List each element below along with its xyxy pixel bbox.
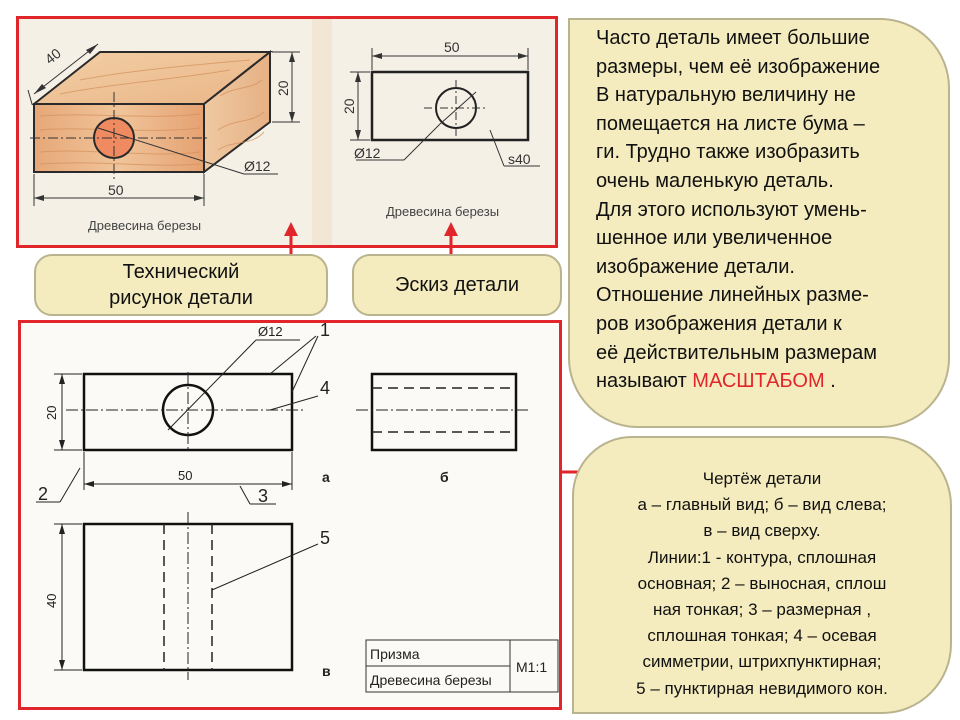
- drawing-dim-width: 50: [178, 468, 192, 483]
- callout-5: 5: [320, 528, 330, 548]
- top-panel-divider: [312, 18, 332, 246]
- scale-term: МАСШТАБОМ: [692, 370, 825, 393]
- title-block-scale: М1:1: [516, 659, 547, 675]
- explanation-line: шенное или увеличенное: [596, 227, 833, 250]
- explanation-last-line: называют МАСШТАБОМ .: [596, 370, 836, 393]
- technical-drawing-label: Технический рисунок детали: [34, 254, 328, 316]
- explanation-line: помещается на листе бума –: [596, 112, 865, 135]
- legend-line: ная тонкая; 3 – размерная ,: [652, 600, 872, 620]
- sketch-dim-width: 50: [444, 39, 460, 55]
- callout-1: 1: [320, 320, 330, 340]
- explanation-line: её действительным размерам: [596, 341, 877, 364]
- explanation-text: Часто деталь имеет большие размеры, чем е…: [596, 24, 880, 396]
- sketch-material: Древесина березы: [386, 204, 499, 219]
- explanation-line: Для этого используют умень-: [596, 198, 867, 221]
- legend-line: сплошная тонкая; 4 – осевая: [647, 626, 877, 646]
- drawing-dim-hole: Ø12: [258, 324, 283, 339]
- legend-bubble: [572, 436, 952, 714]
- legend-line: основная; 2 – выносная, сплош: [637, 573, 887, 593]
- view-label-front: а: [322, 469, 330, 485]
- pictorial-dim-hole: Ø12: [244, 158, 271, 174]
- sketch-label: Эскиз детали: [352, 254, 562, 316]
- explanation-line: Отношение линейных разме-: [596, 284, 869, 307]
- left-view-outline: [370, 372, 518, 452]
- explanation-bubble: [568, 18, 950, 428]
- legend-line: а – главный вид; б – вид слева;: [637, 495, 887, 515]
- top-frame: [16, 16, 558, 248]
- sketch-dim-thickness: s40: [508, 151, 531, 167]
- legend-line: Линии:1 - контура, сплошная: [647, 547, 877, 567]
- technical-drawing-label-line-2: рисунок детали: [109, 287, 253, 309]
- sketch-dim-hole: Ø12: [354, 145, 381, 161]
- explanation-line: Часто деталь имеет большие: [596, 27, 870, 49]
- legend-line: 5 – пунктирная невидимого кон.: [636, 678, 888, 698]
- explanation-line: размеры, чем её изображение: [596, 55, 881, 78]
- callout-3: 3: [258, 486, 268, 506]
- legend-title: Чертёж детали: [702, 469, 822, 488]
- sketch-label-text: Эскиз детали: [394, 274, 520, 296]
- title-block-material: Древесина березы: [370, 672, 492, 688]
- arrow-up-right-icon: [444, 222, 458, 236]
- sketch-body: [370, 70, 530, 142]
- legend-line: в – вид сверху.: [703, 521, 821, 541]
- pictorial-dim-height: 20: [275, 80, 291, 96]
- legend-line: симметрии, штрихпунктирная;: [642, 652, 882, 672]
- title-block-name: Призма: [370, 646, 420, 662]
- explanation-line: ги. Трудно также изобразить: [596, 141, 860, 164]
- drawing-dim-height: 20: [44, 406, 59, 420]
- explanation-line: изображение детали.: [596, 255, 795, 278]
- legend-text: Чертёж детали а – главный вид; б – вид сл…: [572, 466, 952, 702]
- callout-4: 4: [320, 378, 330, 398]
- view-label-left: б: [440, 469, 449, 485]
- pictorial-dim-width: 50: [108, 182, 124, 198]
- sketch-dim-height: 20: [341, 98, 357, 114]
- pictorial-material: Древесина березы: [88, 218, 201, 233]
- explanation-line: очень маленькую деталь.: [596, 169, 834, 192]
- drawing-frame: [18, 320, 562, 710]
- technical-drawing-label-line-1: Технический: [122, 261, 240, 283]
- explanation-line: В натуральную величину не: [596, 84, 856, 107]
- arrow-up-left-icon: [284, 222, 298, 236]
- view-label-top: в: [322, 663, 331, 679]
- drawing-dim-depth: 40: [44, 594, 59, 608]
- callout-2: 2: [38, 484, 48, 504]
- explanation-line: ров изображения детали к: [596, 312, 842, 335]
